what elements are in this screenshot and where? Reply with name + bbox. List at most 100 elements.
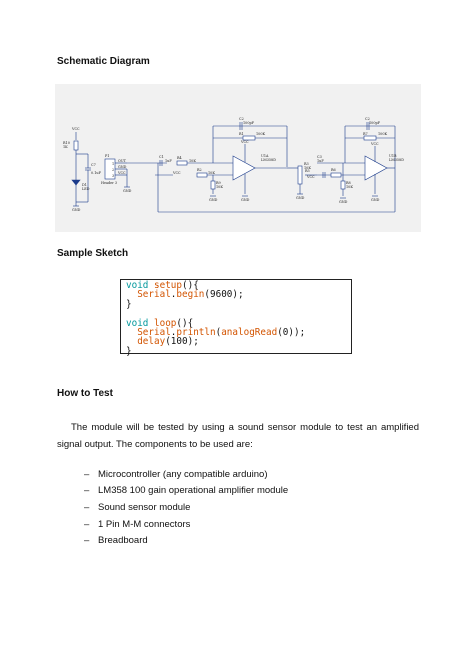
label-r5: R5 (305, 169, 310, 173)
label-pin-1: 1 (112, 162, 114, 166)
bullet-dash: – (84, 518, 90, 530)
heading-schematic-diagram: Schematic Diagram (57, 56, 150, 67)
code-token: begin (176, 289, 205, 301)
code-token: (0)); (277, 326, 306, 338)
label-r6: R6 (331, 168, 336, 172)
label-c3-value: 1uF (317, 159, 324, 163)
label-vcc-top: VCC (71, 127, 80, 131)
code-token: } (126, 298, 132, 310)
label-u1b: U1B (389, 154, 397, 158)
list-item-label: Sound sensor module (98, 501, 191, 513)
label-c1-value: 1uF (165, 159, 172, 163)
label-r4-value: 10K (189, 159, 196, 163)
list-item: –LM358 100 gain operational amplifier mo… (84, 483, 288, 500)
code-line: Serial.println(analogRead(0)); (126, 328, 346, 337)
label-vcc-u2: VCC (370, 142, 379, 146)
label-out: OUT (118, 159, 127, 163)
label-vcc-u1: VCC (240, 140, 249, 144)
heading-how-to-test: How to Test (57, 388, 113, 399)
code-line: } (126, 300, 346, 309)
label-vcc-r2: VCC (172, 171, 181, 175)
label-pin-2: 2 (112, 168, 114, 172)
list-item: –Breadboard (84, 532, 288, 549)
label-gnd-u2: GND (371, 198, 380, 202)
code-token: ( (215, 326, 222, 338)
code-token: Serial (137, 289, 171, 301)
label-r8-value: 10K (346, 185, 353, 189)
intro-line-2: signal output. The components to be used… (57, 439, 253, 450)
list-item-label: Microcontroller (any compatible arduino) (98, 468, 268, 480)
label-c2: C2 (239, 117, 244, 121)
label-p1: P1 (105, 154, 109, 158)
label-gnd-pin: GND (118, 165, 127, 169)
heading-sample-sketch: Sample Sketch (57, 248, 129, 259)
code-line: } (126, 347, 346, 356)
label-gnd-3: GND (296, 196, 305, 200)
code-line: void setup(){ (126, 281, 346, 290)
label-u1a: U1A (261, 154, 269, 158)
label-c7-value: 0.1uF (91, 171, 102, 175)
code-token: setup (154, 280, 182, 291)
label-vcc-pin: VCC (117, 171, 126, 175)
code-token: delay (137, 336, 166, 348)
label-c7: C7 (91, 163, 96, 167)
code-token: loop (154, 317, 177, 329)
label-d1: D1 (82, 183, 87, 187)
label-r9-value: 10K (216, 185, 223, 189)
code-token: (100); (165, 336, 199, 348)
code-token: } (126, 345, 132, 357)
label-c2-stage2: C2 (365, 117, 370, 121)
code-sketch-box: void setup(){ Serial.begin(9600);}void l… (120, 279, 352, 356)
label-gnd-4: GND (339, 200, 348, 204)
label-pin-3: 3 (112, 174, 114, 178)
label-u1a-part: LM358D (261, 158, 276, 162)
code-token: (){ (182, 280, 199, 291)
label-u1b-part: LM358D (389, 158, 404, 162)
code-token: . (170, 289, 177, 301)
label-c3: C3 (317, 155, 322, 159)
code-line: delay(100); (126, 337, 346, 346)
list-item-label: LM358 100 gain operational amplifier mod… (98, 485, 289, 497)
code-token: void (126, 317, 154, 329)
code-token: println (176, 326, 216, 338)
label-r3-value: 10K (304, 166, 311, 170)
list-item: –Sound sensor module (84, 499, 288, 516)
label-r2-value: 10K (208, 171, 215, 175)
code-token: void (126, 280, 154, 291)
list-item-label: Breadboard (98, 535, 148, 547)
code-token: (9600); (204, 289, 244, 301)
bullet-dash: – (84, 468, 90, 480)
label-r4: R4 (177, 156, 182, 160)
intro-line-1: The module will be tested by using a sou… (71, 422, 419, 433)
intro-paragraph: The module will be tested by using a sou… (57, 419, 419, 453)
label-gnd-header: GND (123, 189, 132, 193)
list-item: –1 Pin M-M connectors (84, 516, 288, 533)
label-r10: R10 (63, 141, 70, 145)
label-c1: C1 (159, 155, 164, 159)
bullet-dash: – (84, 485, 90, 497)
code-token: Serial (137, 326, 171, 338)
label-r7-value: 100K (378, 132, 387, 136)
list-item-label: 1 Pin M-M connectors (98, 518, 191, 530)
label-r9: R9 (216, 181, 221, 185)
label-r2: R2 (197, 168, 202, 172)
label-r8: R8 (346, 181, 351, 185)
label-gnd-1: GND (72, 208, 81, 212)
bullet-dash: – (84, 535, 90, 547)
code-line: Serial.begin(9600); (126, 290, 346, 299)
label-c2-stage2-value: 100pF (369, 121, 381, 125)
bullet-dash: – (84, 501, 90, 513)
label-header: Header 3 (101, 181, 117, 185)
label-r3: R3 (304, 162, 309, 166)
code-token: (){ (176, 317, 194, 329)
label-gnd-u1: GND (241, 198, 250, 202)
code-token: . (170, 326, 177, 338)
schematic-diagram: VCC R10 1K D1 LED C7 0.1uF GND P1 1 2 3 … (55, 84, 421, 232)
code-token: analogRead (221, 326, 278, 338)
list-item: –Microcontroller (any compatible arduino… (84, 466, 288, 483)
code-line: void loop(){ (126, 317, 346, 329)
component-list: –Microcontroller (any compatible arduino… (84, 466, 288, 549)
label-vcc-r6: VCC (306, 175, 315, 179)
label-c2-value: 100pF (243, 121, 255, 125)
label-r10-value: 1K (63, 145, 68, 149)
